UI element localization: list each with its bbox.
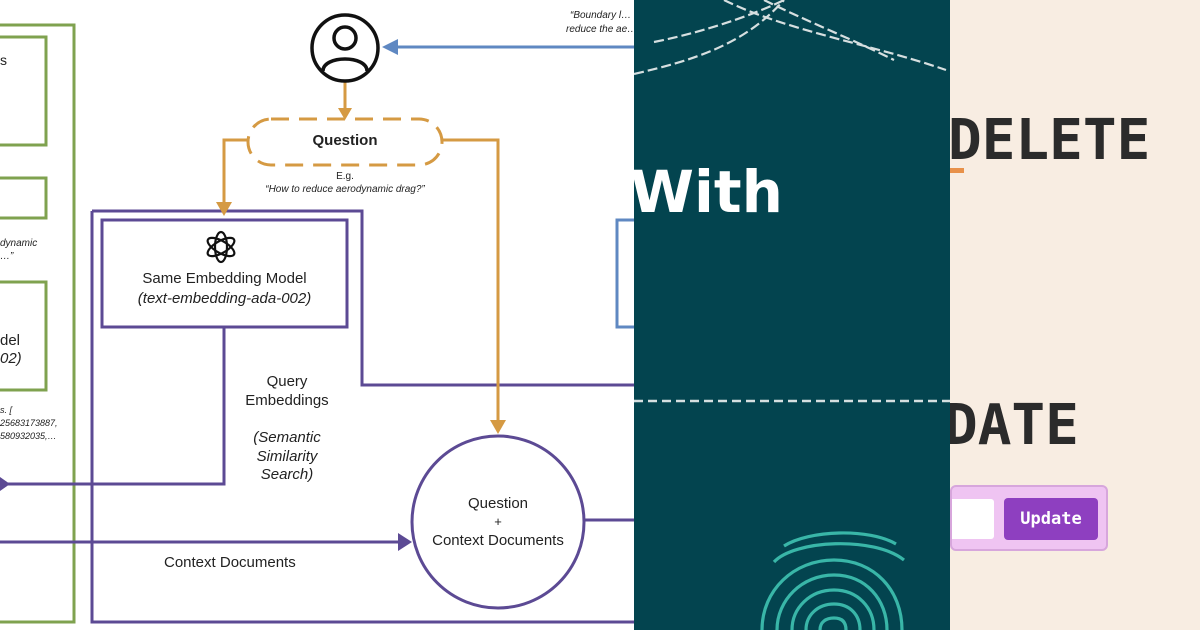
embeddings-label: Embeddings [245, 392, 329, 409]
update-button[interactable]: Update [1004, 498, 1098, 540]
update-word: DATE [950, 393, 1079, 458]
left-fragment-4: del [0, 332, 21, 349]
fingerprint-icon [760, 531, 905, 630]
with-heading: With [634, 158, 783, 226]
example-question: “How to reduce aerodynamic drag?” [265, 184, 425, 195]
openai-logo-icon [206, 230, 236, 264]
delete-word: DELETE [950, 108, 1151, 173]
top-quote-line-1: “Boundary l… [570, 10, 632, 21]
teal-with-panel: With [634, 0, 950, 630]
combo-node-line-1: Question [467, 495, 529, 512]
embedding-model-title: Same Embedding Model [142, 270, 307, 287]
question-node-label: Question [312, 132, 378, 149]
left-fragment-2: dynamic [0, 238, 38, 249]
left-fragment-6: s. [ [0, 405, 13, 415]
example-label: E.g. [336, 171, 354, 182]
purple-frame [0, 209, 634, 624]
top-quote-line-2: reduce the ae… [566, 24, 634, 35]
update-form: Update [950, 485, 1108, 551]
combo-node-line-3: Context Documents [432, 532, 564, 549]
semantic-label-2: Similarity [256, 448, 318, 465]
semantic-label-1: (Semantic [253, 429, 321, 446]
left-green-boxes [0, 23, 76, 624]
chain-icon [634, 0, 950, 630]
left-fragment-3: …” [0, 251, 14, 262]
left-fragment-1: s [0, 52, 7, 68]
blue-connector [396, 45, 634, 329]
left-fragment-7: 25683173887, [0, 418, 58, 428]
embedding-model-name: (text-embedding-ada-002) [137, 290, 312, 307]
rag-diagram-panel: Question E.g. “How to reduce aerodynamic… [0, 10, 634, 624]
left-fragment-8: 580932035,… [0, 431, 57, 441]
semantic-label-3: Search) [260, 466, 314, 483]
crud-panel: DELETE DATE Update [950, 0, 1200, 630]
update-input[interactable] [952, 499, 994, 539]
context-documents-label: Context Documents [164, 554, 296, 571]
left-fragment-5: 02) [0, 350, 22, 367]
diagram-lines [0, 13, 634, 624]
combo-node-line-2: + [494, 514, 502, 529]
query-label: Query [266, 373, 308, 390]
delete-underline [950, 168, 964, 173]
user-icon [310, 13, 380, 83]
